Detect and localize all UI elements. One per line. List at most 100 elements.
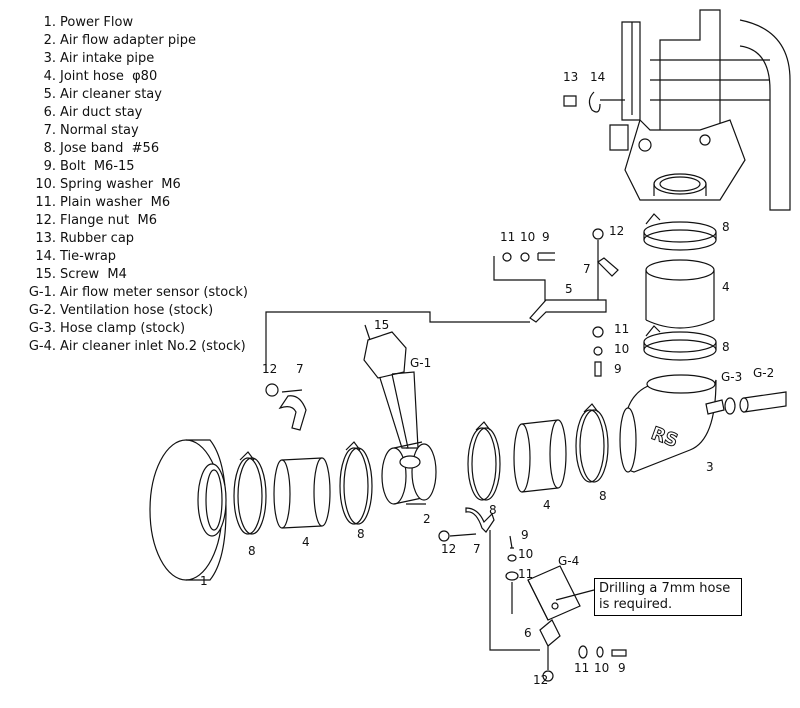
callout-8: 8: [722, 340, 730, 354]
parts-list-number: 11.: [35, 195, 56, 210]
parts-list-item: 12. Flange nut M6: [0, 212, 270, 230]
throttle-body-drawing: [609, 9, 791, 211]
parts-list-number: G-4.: [28, 339, 56, 354]
air-intake-pipe: [619, 374, 717, 473]
parts-list-item: G-3. Hose clamp (stock): [0, 320, 270, 338]
parts-list-item: G-2. Ventilation hose (stock): [0, 302, 270, 320]
joint-hose-2: [513, 419, 567, 493]
callout-8: 8: [489, 503, 497, 517]
parts-list-number: 4.: [43, 69, 56, 84]
drilling-note-line-1: Drilling a 7mm hose: [599, 581, 731, 596]
parts-list-item: 11. Plain washer M6: [0, 194, 270, 212]
parts-list-item: G-1. Air flow meter sensor (stock): [0, 284, 270, 302]
parts-list-item: 8. Jose band #56: [0, 140, 270, 158]
parts-list-name: Hose clamp (stock): [60, 321, 186, 336]
callout-7: 7: [296, 362, 304, 376]
callout-2: 2: [423, 512, 431, 526]
parts-list-name: Jose band #56: [60, 141, 160, 156]
callout-10: 10: [518, 547, 534, 561]
callout-12: 12: [609, 224, 625, 238]
air-flow-meter-sensor: [363, 324, 419, 449]
ventilation-hose-and-clamp: [705, 391, 787, 415]
parts-list-item: 7. Normal stay: [0, 122, 270, 140]
callout-12: 12: [262, 362, 278, 376]
callout-7: 7: [473, 542, 481, 556]
parts-list-number: G-2.: [28, 303, 56, 318]
parts-list-name: Air cleaner inlet No.2 (stock): [60, 339, 246, 354]
callout-8: 8: [357, 527, 365, 541]
parts-list-name: Power Flow: [60, 15, 134, 30]
hose-band-3: [467, 421, 501, 501]
parts-list-item: 1. Power Flow: [0, 14, 270, 32]
callout-12: 12: [441, 542, 457, 556]
normal-stay-bottom: [438, 507, 495, 542]
callout-4: 4: [543, 498, 551, 512]
hose-band-4: [575, 403, 609, 483]
parts-list-item: 3. Air intake pipe: [0, 50, 270, 68]
hose-band-top: [643, 213, 717, 251]
callout-11: 11: [500, 230, 516, 244]
callout-8: 8: [722, 220, 730, 234]
hose-band-2: [339, 441, 373, 525]
callout-11: 11: [518, 567, 534, 581]
parts-list-number: G-1.: [28, 285, 56, 300]
parts-list-item: 10. Spring washer M6: [0, 176, 270, 194]
hose-band-mid: [643, 325, 717, 361]
parts-list-name: Screw M4: [60, 267, 127, 282]
air-cleaner-inlet-bracket: [489, 530, 627, 682]
parts-list-name: Ventilation hose (stock): [60, 303, 214, 318]
parts-list-number: 14.: [35, 249, 56, 264]
callout-8: 8: [599, 489, 607, 503]
callout-10: 10: [614, 342, 630, 356]
callout-G-4: G-4: [558, 554, 580, 568]
parts-list-number: 3.: [43, 51, 56, 66]
callout-10: 10: [520, 230, 536, 244]
parts-list-name: Air duct stay: [60, 105, 143, 120]
joint-hose-1: [273, 457, 331, 529]
leader-line: [265, 311, 530, 372]
normal-stay-left: [265, 383, 307, 431]
parts-list-name: Plain washer M6: [60, 195, 171, 210]
callout-4: 4: [722, 280, 730, 294]
parts-list-name: Joint hose φ80: [60, 69, 158, 84]
air-flow-adapter-pipe: [381, 441, 437, 505]
parts-list-name: Air intake pipe: [60, 51, 155, 66]
parts-list-number: 8.: [43, 141, 56, 156]
parts-list-number: 6.: [43, 105, 56, 120]
parts-list-number: 1.: [43, 15, 56, 30]
callout-5: 5: [565, 282, 573, 296]
parts-list-item: G-4. Air cleaner inlet No.2 (stock): [0, 338, 270, 356]
parts-list-item: 5.Air cleaner stay: [0, 86, 270, 104]
power-flow-filter: [149, 439, 227, 581]
callout-G-2: G-2: [753, 366, 775, 380]
parts-list-number: 7.: [43, 123, 56, 138]
parts-list-number: 15.: [35, 267, 56, 282]
parts-list-number: 9.: [43, 159, 56, 174]
parts-list-item: 6. Air duct stay: [0, 104, 270, 122]
parts-list-name: Spring washer M6: [60, 177, 181, 192]
hose-band-1: [233, 451, 267, 535]
callout-7: 7: [583, 262, 591, 276]
parts-list-name: Flange nut M6: [60, 213, 158, 228]
drilling-note: Drilling a 7mm hose is required.: [594, 578, 742, 616]
callout-9: 9: [542, 230, 550, 244]
joint-hose-top: [645, 259, 715, 329]
air-cleaner-stay: [493, 228, 619, 377]
parts-list-number: 12.: [35, 213, 56, 228]
callout-1: 1: [200, 574, 208, 588]
parts-list-number: 2.: [43, 33, 56, 48]
parts-list-name: Normal stay: [60, 123, 139, 138]
parts-list-number: G-3.: [28, 321, 56, 336]
parts-list-name: Air flow adapter pipe: [60, 33, 197, 48]
parts-list-item: 9. Bolt M6-15: [0, 158, 270, 176]
callout-12: 12: [533, 673, 549, 687]
parts-list-number: 10.: [35, 177, 56, 192]
parts-list-item: 13.Rubber cap: [0, 230, 270, 248]
callout-13: 13: [563, 70, 579, 84]
parts-list-name: Air flow meter sensor (stock): [60, 285, 248, 300]
callout-9: 9: [614, 362, 622, 376]
parts-list-name: Bolt M6-15: [60, 159, 135, 174]
parts-list-name: Rubber cap: [60, 231, 135, 246]
drilling-note-line-2: is required.: [599, 597, 673, 612]
